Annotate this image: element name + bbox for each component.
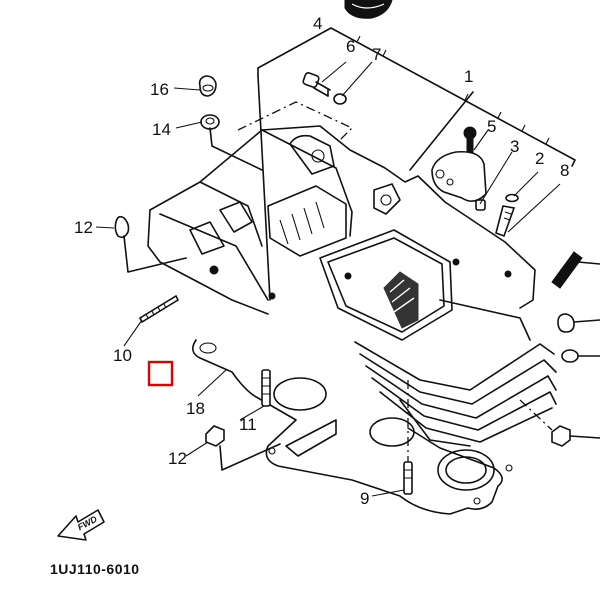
callout-12-lower: 12 bbox=[168, 449, 187, 468]
callout-7: 7 bbox=[372, 45, 381, 64]
part-14-washer bbox=[200, 114, 220, 130]
callout-16: 16 bbox=[150, 80, 169, 99]
part-12-lower-nut bbox=[205, 425, 281, 471]
callout-10: 10 bbox=[113, 346, 132, 365]
callout-12-upper: 12 bbox=[74, 218, 93, 237]
dashed-outline bbox=[237, 101, 354, 141]
part-6-bolt bbox=[302, 72, 331, 97]
part-8-stud bbox=[495, 205, 516, 238]
partial-component-top bbox=[344, 0, 393, 19]
part-right-washer bbox=[561, 349, 600, 363]
cylinder-head-body bbox=[147, 125, 557, 447]
callout-9: 9 bbox=[360, 489, 369, 508]
part-16-nut bbox=[198, 75, 217, 97]
callout-11: 11 bbox=[239, 415, 257, 434]
part-5-bolt bbox=[463, 126, 477, 165]
leader-lines bbox=[95, 61, 561, 497]
part-2-washer bbox=[505, 193, 519, 203]
callout-8: 8 bbox=[560, 161, 569, 180]
callout-2: 2 bbox=[535, 149, 544, 168]
callout-1: 1 bbox=[464, 67, 473, 86]
group-bracket-lines bbox=[257, 27, 576, 301]
part-right-lower-nut bbox=[519, 399, 600, 447]
part-7-washer bbox=[333, 93, 347, 105]
part-10-stud bbox=[138, 294, 180, 324]
callouts: 4 6 7 1 5 3 2 8 16 14 12 10 18 11 12 9 bbox=[74, 14, 569, 508]
part-9-stud bbox=[403, 380, 413, 495]
selection-marker[interactable] bbox=[147, 360, 174, 387]
part-1-cap bbox=[431, 150, 487, 202]
callout-18: 18 bbox=[186, 399, 205, 418]
forward-arrow-icon: FWD bbox=[57, 509, 105, 541]
part-18-gasket bbox=[192, 339, 513, 515]
part-3-dowel bbox=[475, 199, 486, 211]
callout-3: 3 bbox=[510, 137, 519, 156]
part-right-nut bbox=[557, 313, 600, 333]
callout-14: 14 bbox=[152, 120, 171, 139]
forward-arrow-label: FWD bbox=[76, 514, 99, 533]
part-code: 1UJ110-6010 bbox=[50, 561, 140, 577]
part-11-stud bbox=[261, 369, 271, 407]
callout-4: 4 bbox=[313, 14, 322, 33]
spark-plug bbox=[551, 251, 600, 289]
callout-6: 6 bbox=[346, 37, 355, 56]
callout-5: 5 bbox=[487, 117, 496, 136]
part-12-upper-nut bbox=[114, 215, 187, 273]
